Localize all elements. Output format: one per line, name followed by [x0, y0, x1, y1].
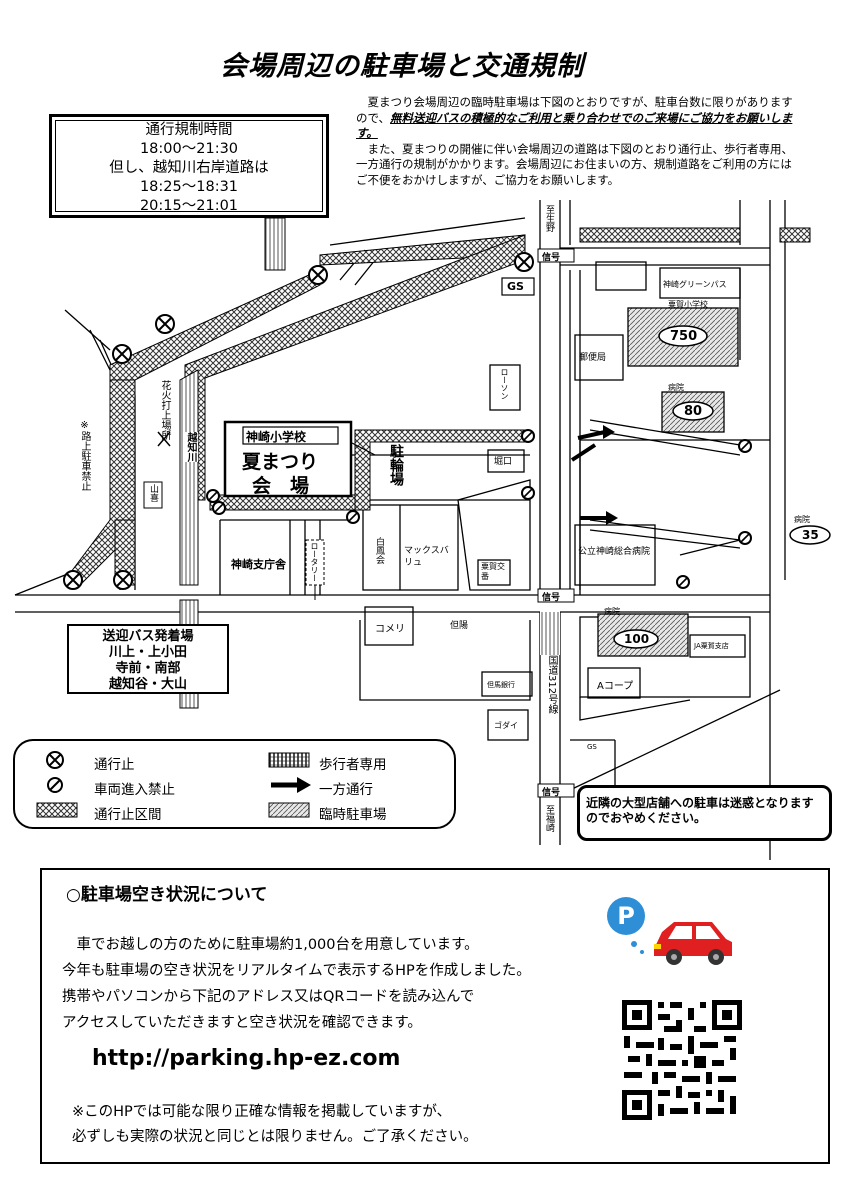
bicycle-parking-label: 駐輪場 — [388, 444, 404, 486]
parking-body: 車でお越しの方のために駐車場約1,000台を用意しています。 今年も駐車場の空き… — [62, 932, 531, 1036]
bus-stop-box: 送迎バス発着場 川上・上小田 寺前・南部 越知谷・大山 — [67, 624, 229, 694]
green-pass-label: 神崎グリーンパス — [663, 280, 727, 289]
regulation-time3: 20:15～21:01 — [139, 198, 239, 214]
legend-temp-parking: 臨時駐車場 — [319, 807, 387, 823]
intro-text: 夏まつり会場周辺の臨時駐車場は下図のとおりですが、駐車台数に限りがありますので、… — [356, 95, 802, 188]
legend-pedestrian: 歩行者専用 — [319, 757, 387, 773]
bus-title: 送迎バス発着場 — [102, 629, 194, 644]
regulation-box: 通行規制時間 18:00～21:30 但し、越知川右岸道路は 18:25～18:… — [49, 114, 329, 218]
venue-name2: 会 場 — [252, 475, 310, 497]
komeri-label: コメリ — [375, 624, 405, 635]
yama-label: 山喜 — [148, 484, 158, 502]
post-office-label: 郵便局 — [579, 353, 607, 363]
parking-body-line2: 今年も駐車場の空き状況をリアルタイムで表示するHPを作成しました。 — [62, 963, 531, 979]
fireworks-label: 花火打上場所 — [159, 380, 170, 440]
parking-body-line4: アクセスしていただきますと空き状況を確認できます。 — [62, 1015, 422, 1031]
shirakawa-label: 白鳳会 — [374, 537, 384, 564]
parking-heading: ○駐車場空き状況について — [66, 885, 268, 905]
gs-top-label: GS — [507, 280, 524, 293]
venue-school-label: 神崎小学校 — [246, 430, 307, 444]
parking-url-link[interactable]: http://parking.hp-ez.com — [92, 1046, 401, 1071]
legend-no-entry: 車両進入禁止 — [94, 782, 175, 798]
signal1-label: 信号 — [542, 253, 561, 263]
regulation-time1: 18:00～21:30 — [139, 141, 239, 157]
tajima-label: 但陽 — [450, 621, 469, 631]
intro-emphasis: 無料送迎バスの積極的なご利用と乗り合わせでのご来場にご協力をお願いします。 — [356, 110, 793, 141]
parking-body-line1: 車でお越しの方のために駐車場約1,000台を用意しています。 — [76, 937, 479, 953]
legend-oneway: 一方通行 — [319, 782, 373, 798]
parking-note-line1: ※このHPでは可能な限り正確な情報を掲載していますが、 — [72, 1104, 452, 1120]
gs-bottom-label: GS — [587, 743, 597, 751]
bus-line2: 寺前・南部 — [115, 661, 181, 676]
shisho-label: 神崎支庁舎 — [231, 558, 286, 571]
river-label: 越知川 — [183, 432, 198, 462]
route312-label: 国道312号線 — [546, 655, 557, 715]
page-title: 会場周辺の駐車場と交通規制 — [220, 51, 584, 82]
legend-closed: 通行止 — [94, 757, 135, 773]
parking-p-letter: P — [617, 902, 635, 930]
parking-750: 750 — [670, 329, 698, 344]
regulation-heading: 通行規制時間 — [145, 122, 233, 138]
parking-35: 35 — [802, 528, 819, 542]
venue-name1: 夏まつり — [242, 451, 319, 473]
parking-note: ※このHPでは可能な限り正確な情報を掲載していますが、 必ずしも実際の状況と同じ… — [72, 1100, 478, 1150]
to-fukusaki-label: 至福崎 — [544, 805, 554, 832]
intro-p1: 夏まつり会場周辺の臨時駐車場は下図のとおりですが、駐車台数に限りがありますので、 — [356, 95, 793, 125]
hospital1-label: 病院 — [668, 383, 684, 392]
ja-label: JA粟賀支店 — [694, 642, 729, 650]
lawson-label: ローソン — [500, 368, 509, 400]
horiguchi-label: 堀口 — [494, 457, 513, 467]
qr-code — [622, 1000, 742, 1120]
map-legend: 通行止 車両進入禁止 通行止区間 歩行者専用 一方通行 臨時駐車場 — [13, 739, 456, 829]
regulation-time2: 18:25～18:31 — [139, 179, 239, 195]
koban-label: 粟賀交番 — [481, 562, 505, 581]
public-hospital-label: 公立神崎総合病院 — [578, 547, 651, 557]
intro-p2: また、夏まつりの開催に伴い会場周辺の道路は下図のとおり通行止、歩行者専用、一方通… — [356, 141, 793, 187]
bus-line3: 越知谷・大山 — [108, 677, 187, 692]
regulation-note: 但し、越知川右岸道路は — [109, 160, 269, 176]
warning-box: 近隣の大型店舗への駐車は迷惑となりますのでおやめください。 — [577, 785, 832, 841]
parking-note-line2: 必ずしも実際の状況と同じとは限りません。ご了承ください。 — [72, 1129, 478, 1145]
hospital3-label: 病院 — [604, 607, 620, 616]
bus-line1: 川上・上小田 — [108, 645, 187, 660]
parking-car-icon: P — [607, 897, 732, 965]
signal2-label: 信号 — [542, 593, 561, 603]
parking-100: 100 — [624, 632, 650, 646]
godai-label: ゴダイ — [494, 721, 518, 730]
tajima-bank-label: 但馬銀行 — [487, 681, 515, 689]
hospital2-label: 病院 — [794, 515, 810, 524]
traffic-map — [14, 200, 831, 860]
acoop-label: Aコープ — [597, 681, 634, 692]
max-label: マックスバリュ — [404, 546, 449, 568]
rotary-label: ロータリー — [310, 542, 319, 582]
to-ikuno-label: 至生野 — [544, 205, 554, 232]
parking-body-line3: 携帯やパソコンから下記のアドレス又はQRコードを読み込んで — [62, 989, 475, 1005]
legend-closed-section: 通行止区間 — [94, 807, 162, 823]
parking-status-section: ○駐車場空き状況について 車でお越しの方のために駐車場約1,000台を用意してい… — [40, 868, 830, 1164]
awaga-school-label: 粟賀小学校 — [668, 300, 708, 309]
no-parking-label: ※路上駐車禁止 — [79, 420, 90, 491]
parking-80: 80 — [684, 404, 703, 419]
signal3-label: 信号 — [542, 788, 561, 798]
